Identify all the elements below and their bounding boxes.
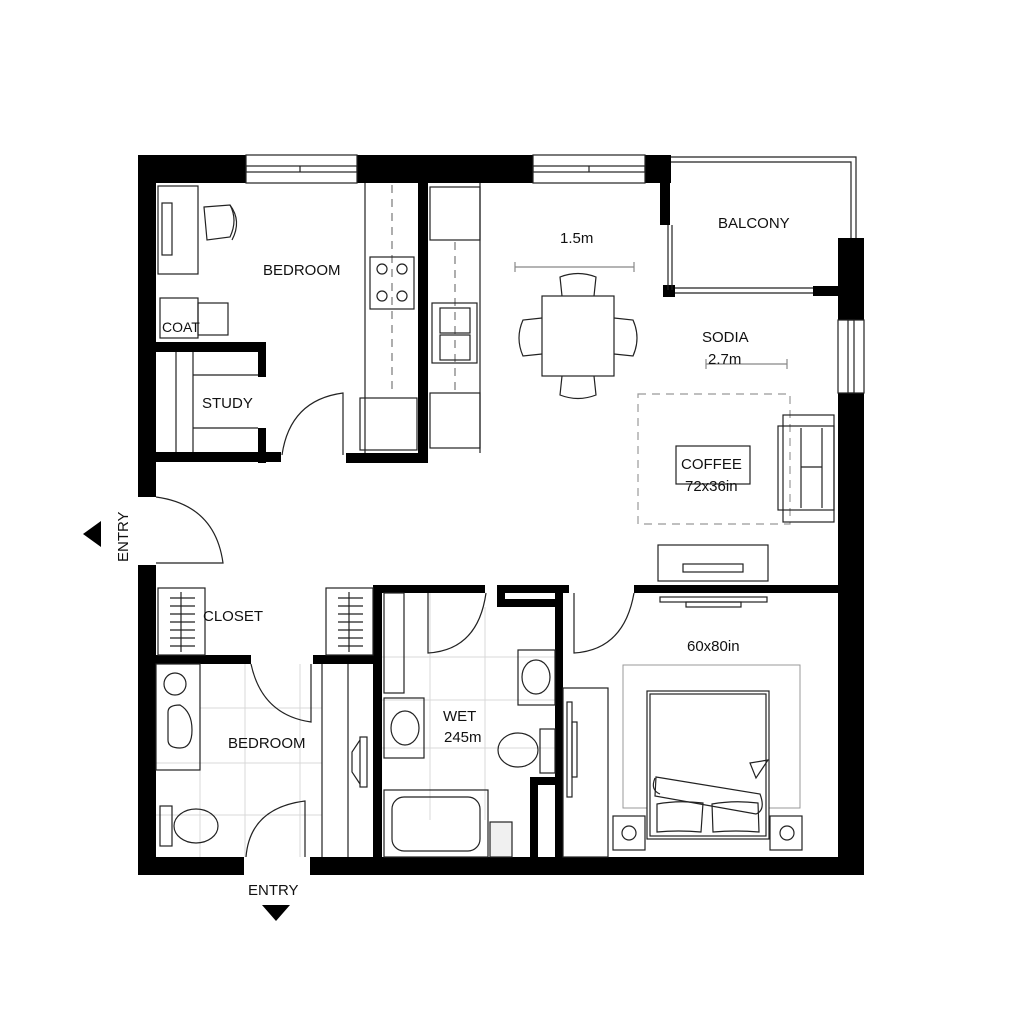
interior-walls: [156, 183, 838, 857]
bedroom-top-furniture: [157, 185, 238, 339]
label-bedroom-bottom: BEDROOM: [228, 735, 306, 752]
study-furniture: [175, 352, 258, 452]
label-coffee-size: 72x36in: [685, 478, 738, 495]
label-entry-bottom: ENTRY: [248, 882, 299, 899]
kitchen-counter-right: [429, 183, 481, 453]
bedroom-bottom-fixtures: [155, 663, 368, 857]
wet-bath-door[interactable]: [427, 592, 487, 654]
label-sodia: SODIA: [702, 329, 749, 346]
entry-arrow-bottom-icon: [262, 905, 290, 921]
label-bed-size: 60x80in: [687, 638, 740, 655]
balcony-railing: [667, 156, 857, 294]
closet-left: [157, 587, 206, 656]
master-bedroom-door[interactable]: [573, 592, 635, 654]
label-wet-area: 245m: [444, 729, 482, 746]
label-bedroom-top: BEDROOM: [263, 262, 341, 279]
dining-set: [514, 262, 638, 400]
entry-door-bottom[interactable]: [245, 800, 306, 858]
label-dining-width: 1.5m: [560, 230, 593, 247]
label-balcony: BALCONY: [718, 215, 790, 232]
label-coffee: COFFEE: [681, 456, 742, 473]
top-windows: [245, 154, 646, 184]
labels: BEDROOM COAT STUDY BALCONY 1.5m SODIA 2.…: [115, 215, 790, 899]
label-sodia-width: 2.7m: [708, 351, 741, 368]
label-wet: WET: [443, 708, 476, 725]
entry-arrow-left-icon: [83, 521, 101, 547]
entry-door-left[interactable]: [155, 496, 224, 564]
wet-bath-fixtures: [383, 592, 556, 858]
right-window: [837, 319, 865, 394]
wet-bath-tiles: [382, 593, 555, 820]
label-study: STUDY: [202, 395, 253, 412]
bedroom-bottom-inner-door[interactable]: [250, 663, 312, 723]
label-closet: CLOSET: [203, 608, 263, 625]
master-bedroom-furniture: [562, 596, 803, 858]
kitchen-counter-left: [359, 183, 418, 453]
study-door[interactable]: [281, 392, 344, 456]
closet-right: [325, 587, 374, 656]
label-coat: COAT: [162, 319, 200, 335]
living-area: [637, 359, 835, 582]
label-entry-left: ENTRY: [115, 511, 132, 562]
